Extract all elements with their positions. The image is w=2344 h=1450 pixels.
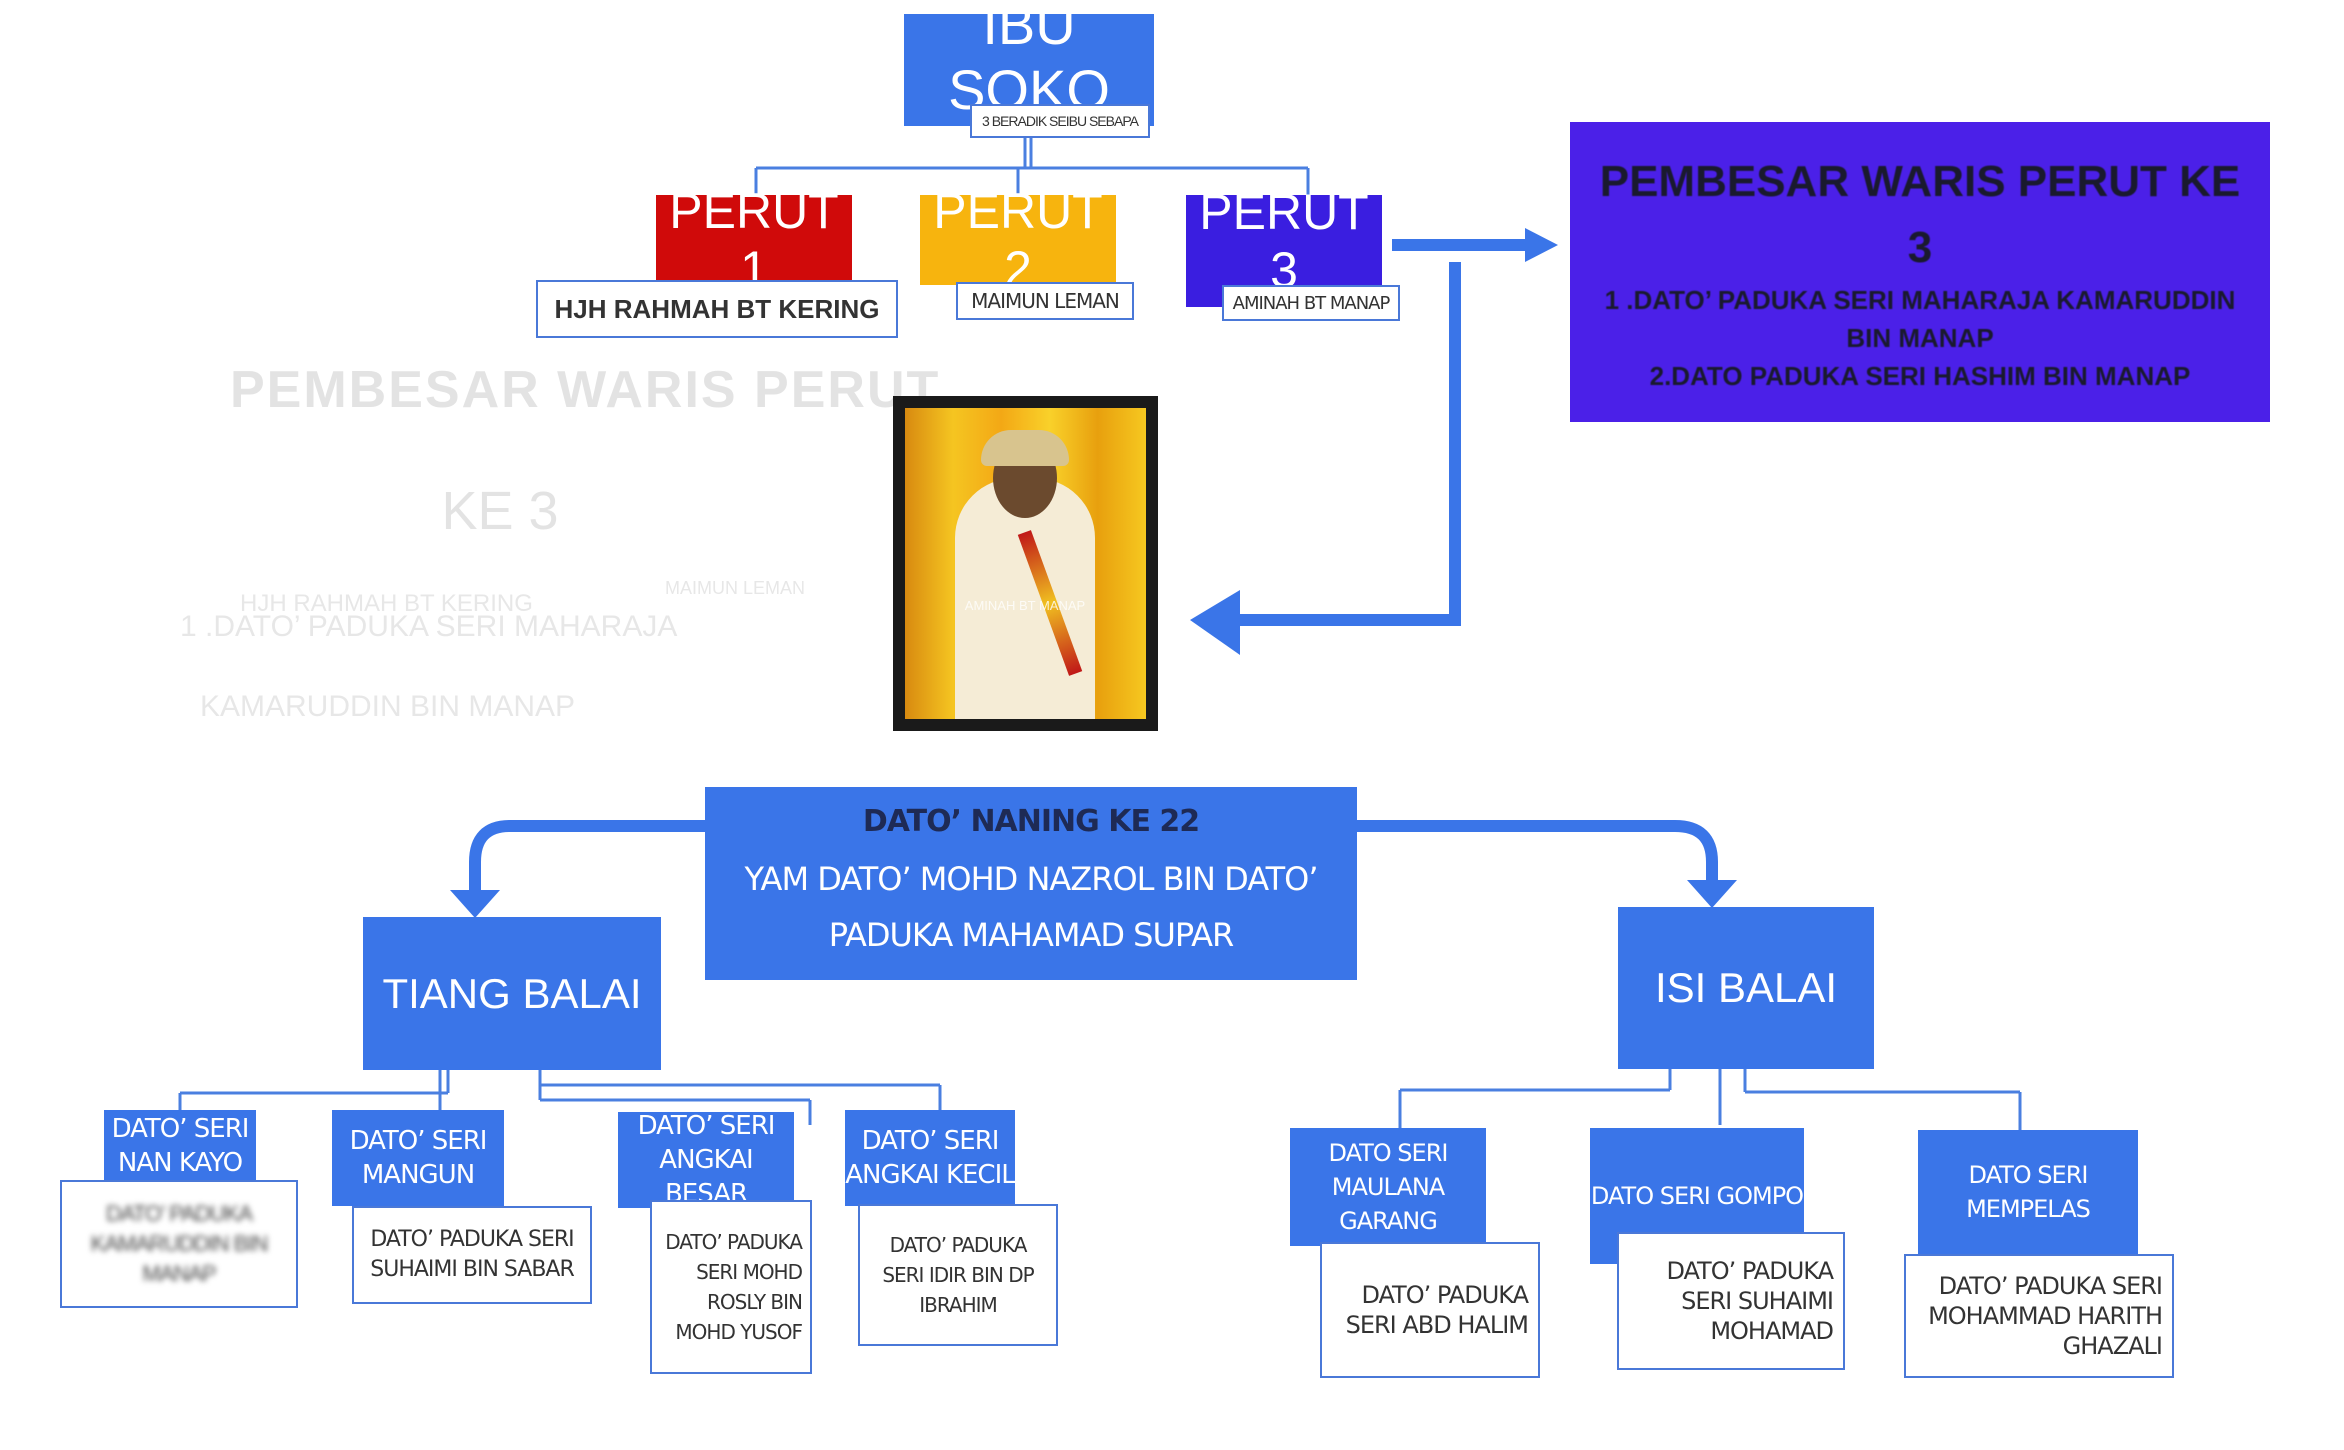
ghost-holder: HJH RAHMAH BT KERING <box>240 590 533 617</box>
tiang-child-holder: DATO’ PADUKA SERI SUHAIMI BIN SABAR <box>352 1206 592 1304</box>
perut-2-label: PERUT 2 <box>933 183 1103 297</box>
dato-naning-box: DATO’ NANING KE 22 YAM DATO’ MOHD NAZROL… <box>705 787 1357 980</box>
portrait-caption: AMINAH BT MANAP <box>964 598 1086 613</box>
isi-balai-label: ISI BALAI <box>1654 964 1838 1011</box>
portrait-figure <box>955 478 1095 719</box>
isi-child-title: DATO SERI MEMPELAS <box>1918 1130 2138 1254</box>
dato-naning-title: DATO’ NANING KE 22 <box>862 804 1200 839</box>
isi-child-holder: DATO’ PADUKA SERI ABD HALIM <box>1320 1242 1540 1378</box>
ghost-ke: KE 3 <box>441 481 559 541</box>
pembesar-waris-box: PEMBESAR WARIS PERUT KE 3 1 .DATO’ PADUK… <box>1570 122 2270 422</box>
pembesar-title: PEMBESAR WARIS PERUT KE 3 <box>1599 157 2241 272</box>
perut-2-box: PERUT 2 <box>920 183 1116 297</box>
portrait-headdress <box>981 430 1069 466</box>
ghost-holder: MAIMUN LEMAN <box>665 578 806 598</box>
tiang-balai-label: TIANG BALAI <box>382 969 642 1017</box>
perut-2-holder: MAIMUN LEMAN <box>956 282 1134 320</box>
tiang-child-title: DATO’ SERI NAN KAYO <box>104 1110 256 1182</box>
tiang-child-title: DATO’ SERI ANGKAI KECIL <box>845 1110 1016 1206</box>
dato-naning-name: YAM DATO’ MOHD NAZROL BIN DATO’ PADUKA M… <box>744 860 1318 954</box>
tiang-child-holder: DATO’ PADUKA SERI IDIR BIN DP IBRAHIM <box>858 1204 1058 1346</box>
tiang-child-title: DATO’ SERI ANGKAI BESAR <box>618 1111 794 1209</box>
isi-balai-box: ISI BALAI <box>1618 907 1874 1069</box>
isi-child-holder: DATO’ PADUKA SERI MOHAMMAD HARITH GHAZAL… <box>1904 1254 2174 1378</box>
portrait-image: AMINAH BT MANAP <box>905 408 1146 719</box>
tiang-child-holder-box: DATO’ PADUKA KAMARUDDIN BIN MANAP <box>60 1180 298 1308</box>
ghost-item: 1 .DATO’ PADUKA SERI MAHARAJA <box>180 610 678 643</box>
isi-child-title: DATO SERI MAULANA GARANG <box>1290 1128 1486 1246</box>
tiang-balai-box: TIANG BALAI <box>363 917 661 1070</box>
perut-3-holder: AMINAH BT MANAP <box>1222 285 1400 321</box>
perut-3-label: PERUT 3 <box>1199 184 1369 298</box>
tiang-child-title: DATO’ SERI MANGUN <box>332 1110 504 1206</box>
ibu-soko-subtitle: 3 BERADIK SEIBU SEBAPA <box>970 104 1150 138</box>
pembesar-item: 2.DATO PADUKA SERI HASHIM BIN MANAP <box>1649 361 2191 391</box>
tiang-child-holder: DATO’ PADUKA KAMARUDDIN BIN MANAP <box>90 1201 269 1286</box>
ghost-title: PEMBESAR WARIS PERUT <box>230 361 941 419</box>
portrait-photo: AMINAH BT MANAP <box>893 396 1158 731</box>
isi-child-holder: DATO’ PADUKA SERI SUHAIMI MOHAMAD <box>1617 1232 1845 1370</box>
pembesar-item: 1 .DATO’ PADUKA SERI MAHARAJA KAMARUDDIN… <box>1604 285 2236 353</box>
tiang-child-holder: DATO’ PADUKA SERI MOHD ROSLY BIN MOHD YU… <box>650 1200 812 1374</box>
perut-1-holder: HJH RAHMAH BT KERING <box>536 280 898 338</box>
perut-1-box: PERUT 1 <box>656 183 852 297</box>
ghost-item: KAMARUDDIN BIN MANAP <box>200 690 576 723</box>
